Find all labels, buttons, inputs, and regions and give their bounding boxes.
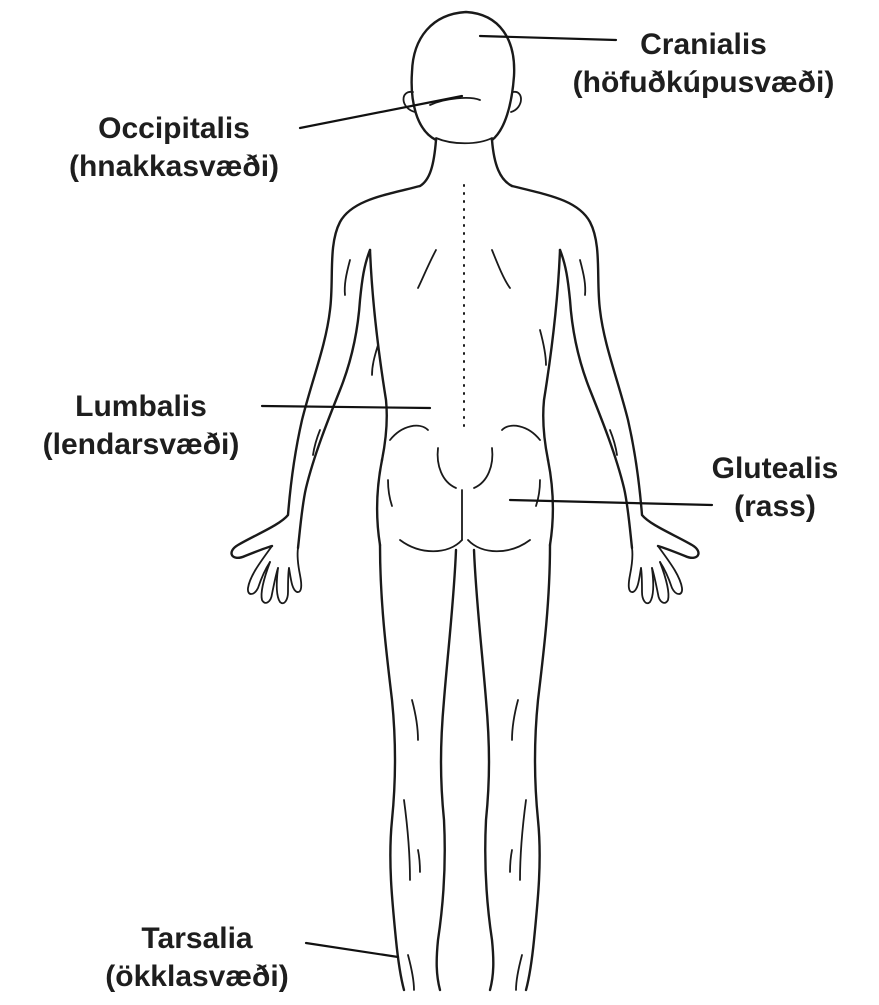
occipitalis-leader [300,96,462,128]
glutealis-name: Glutealis [680,450,870,488]
lumbalis-local-name: (lendarsvæði) [16,426,266,464]
head [403,12,521,143]
label-lumbalis: Lumbalis (lendarsvæði) [16,388,266,464]
label-tarsalia: Tarsalia (ökklasvæði) [88,920,306,996]
neck [420,140,512,186]
occipitalis-name: Occipitalis [52,110,296,148]
glutealis-local-name: (rass) [680,488,870,526]
cranialis-name: Cranialis [538,26,869,64]
tarsalia-name: Tarsalia [88,920,306,958]
tarsalia-local-name: (ökklasvæði) [88,958,306,996]
gluteal-region [377,426,553,552]
label-cranialis: Cranialis (höfuðkúpusvæði) [538,26,869,102]
cranialis-local-name: (höfuðkúpusvæði) [538,64,869,102]
occipitalis-local-name: (hnakkasvæði) [52,148,296,186]
torso-and-arms [232,186,699,603]
label-occipitalis: Occipitalis (hnakkasvæði) [52,110,296,186]
lumbalis-leader [262,406,430,408]
legs [380,545,550,990]
lumbalis-name: Lumbalis [16,388,266,426]
tarsalia-leader [306,943,398,957]
label-glutealis: Glutealis (rass) [680,450,870,526]
